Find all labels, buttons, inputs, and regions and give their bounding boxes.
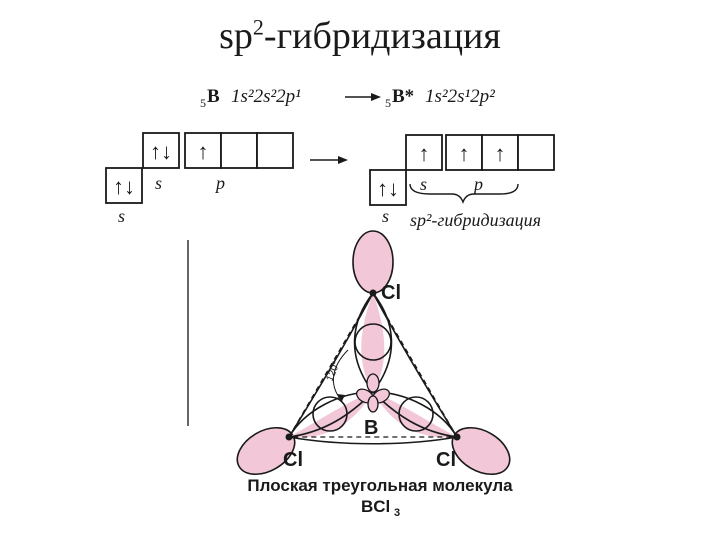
orbital-cell-2s: [142, 132, 180, 169]
excited-label-1s: s: [382, 206, 389, 226]
cl-label-top: Cl: [381, 282, 401, 304]
angle-label: 120°: [325, 360, 343, 383]
b-lobe-top: [366, 373, 380, 393]
hybridization-brace: [409, 183, 519, 204]
angle-arc: [333, 349, 349, 402]
caption-line2: BCl 3: [361, 497, 400, 519]
cl-label-left: Cl: [283, 449, 303, 471]
electron-arrows-2p-1: ↑: [198, 139, 209, 164]
outer-curve-right: [372, 292, 458, 438]
orbital-cell-2p-3: [256, 132, 294, 169]
caption-formula-sub: 3: [394, 507, 400, 519]
excited-cell-2p-3: [517, 134, 555, 171]
bcl3-molecule: 120° Cl Cl Cl B: [236, 230, 511, 476]
config-arrow: [345, 93, 381, 101]
ground-formula: 1s²2s²2p¹: [231, 86, 301, 107]
ground-symbol: B: [207, 86, 220, 107]
atom-cl-left: [285, 433, 293, 441]
ground-state-config: 5 B 1s²2s²2p¹: [200, 86, 301, 110]
excited-atomic-number: 5: [385, 96, 391, 110]
excited-formula: 1s²2s¹2p²: [425, 86, 495, 107]
excited-label-2s: s: [420, 174, 427, 194]
excited-cell-2p-2: [481, 134, 519, 171]
hybrid-orbital-left: [312, 396, 348, 432]
b-label: B: [364, 417, 378, 439]
caption-formula-base: BCl: [361, 497, 390, 516]
outer-curve-bottom: [288, 436, 458, 445]
hybrid-orbital-right: [398, 396, 434, 432]
excited-cell-2s: [405, 134, 443, 171]
label-2p: p: [214, 173, 225, 193]
excited-label-2p: p: [472, 174, 483, 194]
triangle-outline: [287, 291, 459, 438]
outer-curve-left: [288, 292, 374, 438]
title-rest: -гибридизация: [263, 15, 501, 57]
slide-title: sp2-гибридизация: [0, 14, 720, 58]
orbital-cell-2p-2: [220, 132, 258, 169]
hybrid-orbital-top: [354, 323, 392, 361]
orbital-diagram-ground: [105, 132, 294, 204]
excited-state-config: 5 B* 1s²2s¹2p²: [385, 86, 495, 110]
title-superscript: 2: [252, 14, 264, 40]
b-lobe-bottom: [367, 395, 379, 413]
label-2s: s: [155, 173, 162, 193]
excited-arrows-2p-2: ↑: [495, 141, 506, 166]
excited-symbol: B*: [392, 86, 414, 107]
excited-arrows-2s: ↑: [419, 141, 430, 166]
excited-cell-1s: [369, 169, 407, 206]
electron-arrows-1s: ↑↓: [113, 174, 135, 199]
electron-arrows-2s: ↑↓: [150, 139, 172, 164]
hybridization-label: sp²-гибридизация: [410, 210, 541, 230]
title-base: sp: [219, 15, 253, 57]
bond-overlap-region: [289, 293, 457, 438]
orbital-cell-1s: [105, 167, 143, 204]
ground-atomic-number: 5: [200, 96, 206, 110]
transition-arrow: [310, 156, 348, 164]
atom-cl-top: [369, 289, 377, 297]
cl-label-right: Cl: [436, 449, 456, 471]
caption-line1: Плоская треугольная молекула: [247, 476, 513, 495]
excited-arrows-1s: ↑↓: [377, 176, 399, 201]
orbital-diagram-excited: [369, 134, 555, 206]
orbital-cell-2p-1: [184, 132, 222, 169]
excited-arrows-2p-1: ↑: [459, 141, 470, 166]
atom-cl-right: [453, 433, 461, 441]
label-1s: s: [118, 206, 125, 226]
